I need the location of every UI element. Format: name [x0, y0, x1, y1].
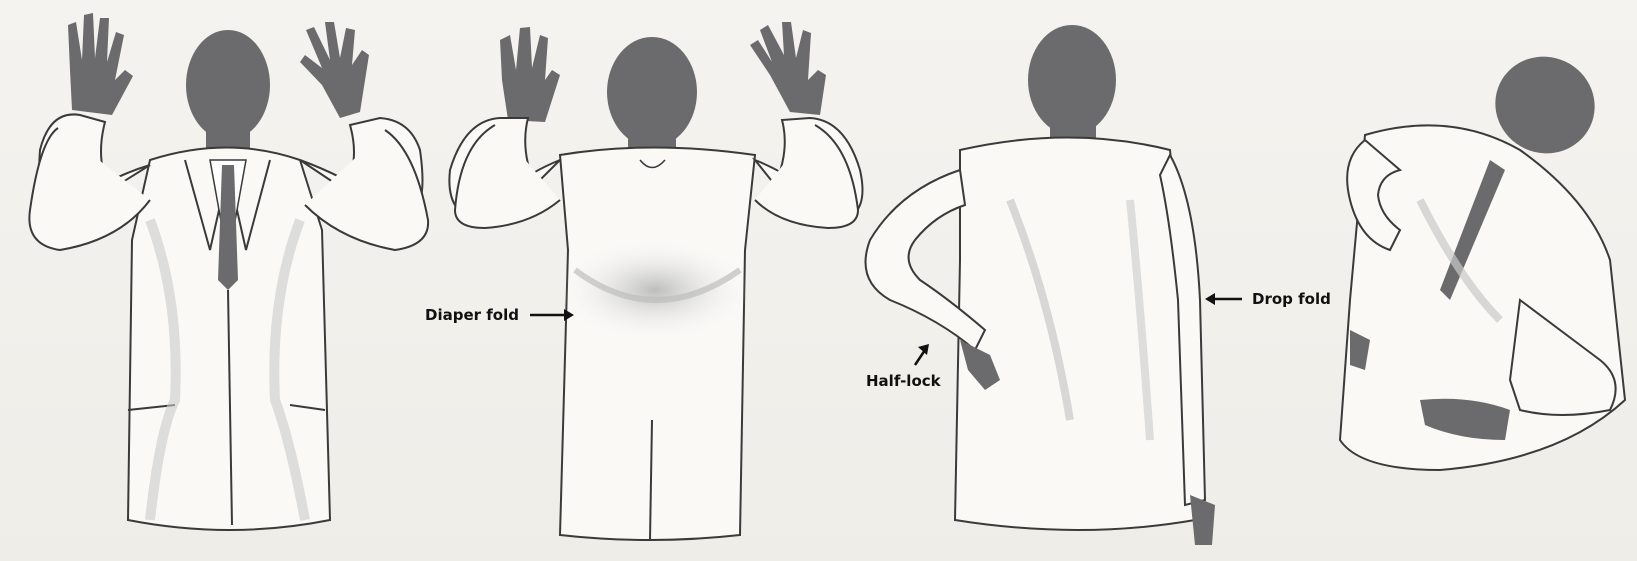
left-hand-back	[500, 27, 560, 122]
figure-front-arms-raised	[29, 13, 428, 530]
jacket-back-hip	[955, 138, 1195, 531]
diaper-fold-label: Diaper fold	[425, 306, 519, 324]
left-hand	[68, 13, 133, 115]
right-hand-back	[750, 22, 826, 115]
diaper-fold-shading	[560, 240, 750, 340]
half-lock-arrow	[915, 344, 929, 365]
half-lock-label: Half-lock	[866, 372, 941, 390]
figure-bending-forward	[1340, 40, 1625, 470]
right-hand	[300, 22, 369, 118]
figure-back-arms-raised	[449, 22, 862, 540]
drop-fold-label: Drop fold	[1252, 290, 1331, 308]
jacket-back	[560, 148, 755, 541]
drop-fold-arrow	[1205, 293, 1242, 305]
hanging-hand	[1190, 495, 1215, 545]
figure-back-hand-on-hip	[866, 25, 1216, 545]
